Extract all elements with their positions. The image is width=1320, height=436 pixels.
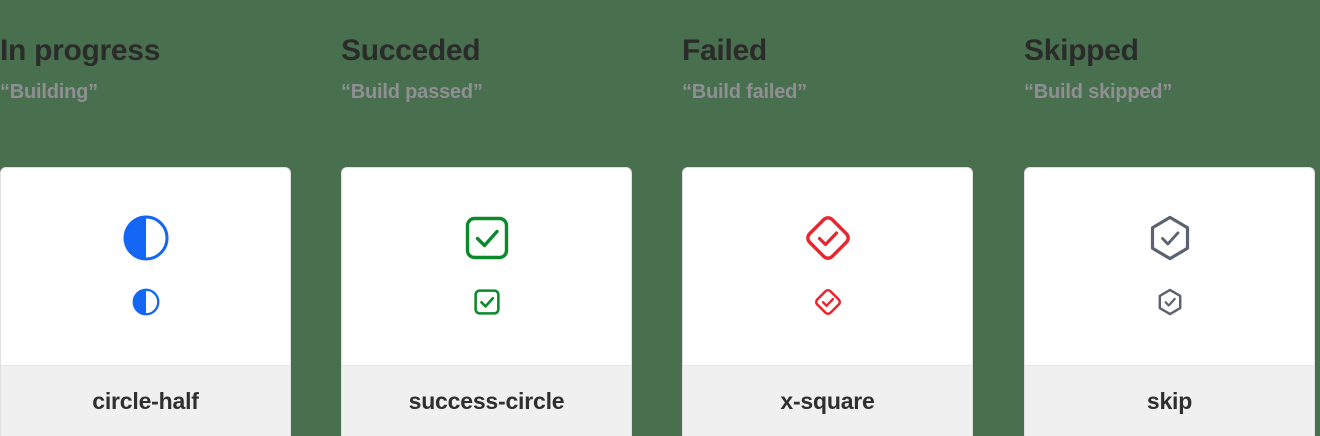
status-heading-in-progress: In progress “Building” [0,0,293,103]
icon-card-skip[interactable]: skip [1024,167,1315,436]
status-title: Skipped [1024,34,1139,67]
skip-icon-small [1156,288,1184,316]
status-heading-succeded: Succeded “Build passed” [341,0,634,103]
icon-name-label: x-square [780,387,875,414]
success-circle-icon-small [473,288,501,316]
icon-name-label: skip [1146,387,1193,414]
status-quote: “Build failed” [682,81,807,103]
status-title: In progress [0,34,161,67]
icon-card-circle-half[interactable]: circle-half [0,167,291,436]
status-title: Succeded [341,34,481,67]
circle-half-icon-small [132,288,160,316]
status-heading-skipped: Skipped “Build skipped” [1024,0,1317,103]
status-heading-failed: Failed “Build failed” [682,0,975,103]
icon-name-label: circle-half [92,387,199,414]
status-quote: “Build passed” [341,81,483,103]
x-square-icon [804,214,852,262]
icon-name-label: success-circle [408,387,565,414]
icon-card-success-circle[interactable]: success-circle [341,167,632,436]
circle-half-icon [122,214,170,262]
icon-card-footer: x-square [683,365,972,436]
icon-card-footer: skip [1025,365,1314,436]
x-square-icon-small [814,288,842,316]
status-title: Failed [682,34,767,67]
icon-card-footer: success-circle [342,365,631,436]
status-column-in-progress: In progress “Building” [0,0,293,436]
icon-card-x-square[interactable]: x-square [682,167,973,436]
icon-card-footer: circle-half [1,365,290,436]
skip-icon [1146,214,1194,262]
icon-card-body [1,168,290,365]
status-quote: “Build skipped” [1024,81,1173,103]
icon-card-body [683,168,972,365]
status-quote: “Building” [0,81,98,103]
icon-card-body [1025,168,1314,365]
status-column-failed: Failed “Build failed” [634,0,975,436]
status-column-succeded: Succeded “Build passed” [293,0,634,436]
icon-card-body [342,168,631,365]
success-circle-icon [463,214,511,262]
status-column-skipped: Skipped “Build skipped” [976,0,1317,436]
